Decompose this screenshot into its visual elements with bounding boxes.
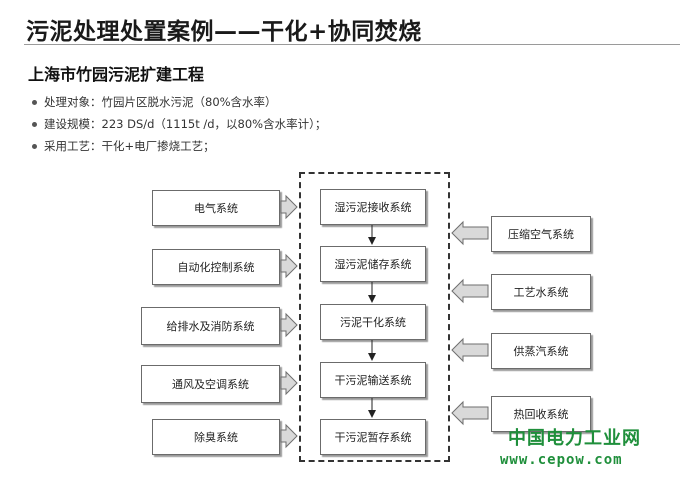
title-divider — [24, 44, 680, 45]
project-subtitle: 上海市竹园污泥扩建工程 — [28, 65, 205, 84]
project-details-list: 处理对象：竹园片区脱水污泥（80%含水率） 建设规模：223 DS/d（1115… — [30, 91, 326, 157]
process-step-box: 干污泥输送系统 — [320, 362, 426, 398]
bullet-text: 采用工艺：干化+电厂掺烧工艺； — [44, 139, 215, 153]
bullet-dot-icon — [32, 100, 37, 105]
input-arrow-icon — [451, 400, 489, 426]
input-arrow-icon — [280, 312, 298, 338]
process-step-box: 湿污泥接收系统 — [320, 189, 426, 225]
bullet-text: 建设规模：223 DS/d（1115t /d，以80%含水率计）； — [44, 117, 327, 131]
bullet-text: 处理对象：竹园片区脱水污泥（80%含水率） — [44, 95, 277, 109]
input-arrow-icon — [280, 194, 298, 220]
left-system-box: 电气系统 — [152, 190, 280, 226]
process-step-box: 污泥干化系统 — [320, 304, 426, 340]
input-arrow-icon — [280, 423, 298, 449]
bullet-item: 处理对象：竹园片区脱水污泥（80%含水率） — [30, 91, 326, 113]
left-system-box: 除臭系统 — [152, 419, 280, 455]
process-step-box: 干污泥暂存系统 — [320, 419, 426, 455]
input-arrow-icon — [451, 220, 489, 246]
page-title: 污泥处理处置案例——干化+协同焚烧 — [26, 19, 422, 45]
bullet-dot-icon — [32, 122, 37, 127]
bullet-dot-icon — [32, 144, 37, 149]
core-process-boundary — [299, 172, 450, 462]
right-system-box: 供蒸汽系统 — [491, 333, 591, 369]
input-arrow-icon — [451, 278, 489, 304]
process-step-box: 湿污泥储存系统 — [320, 246, 426, 282]
left-system-box: 通风及空调系统 — [141, 365, 280, 403]
left-system-box: 给排水及消防系统 — [141, 307, 280, 345]
watermark-logo-text: 中国电力工业网 — [508, 428, 641, 449]
right-system-box: 工艺水系统 — [491, 274, 591, 310]
bullet-item: 建设规模：223 DS/d（1115t /d，以80%含水率计）； — [30, 113, 326, 135]
input-arrow-icon — [280, 370, 298, 396]
bullet-item: 采用工艺：干化+电厂掺烧工艺； — [30, 135, 326, 157]
left-system-box: 自动化控制系统 — [152, 249, 280, 285]
watermark-url: www.cepow.com — [500, 452, 623, 468]
right-system-box: 热回收系统 — [491, 396, 591, 432]
right-system-box: 压缩空气系统 — [491, 216, 591, 252]
input-arrow-icon — [451, 337, 489, 363]
input-arrow-icon — [280, 253, 298, 279]
